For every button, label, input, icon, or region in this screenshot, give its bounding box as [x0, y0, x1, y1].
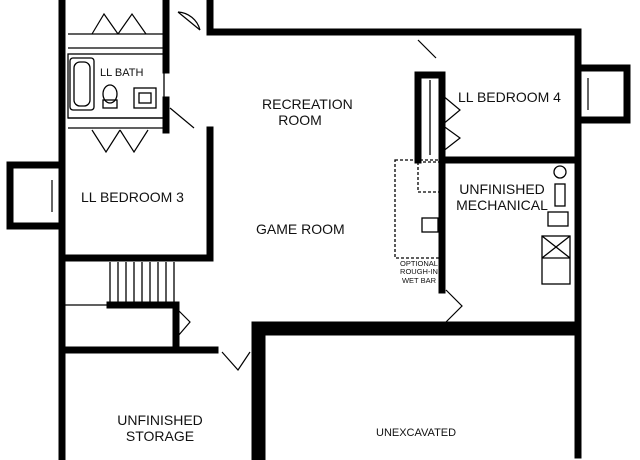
- thin-lines: [62, 33, 431, 306]
- label-ll-bedroom-3: LL BEDROOM 3: [81, 189, 184, 205]
- label-wet-bar-line2: ROUGH-IN: [400, 267, 438, 277]
- label-wet-bar-line1: OPTIONAL: [400, 259, 438, 268]
- label-wet-bar: OPTIONAL ROUGH-IN WET BAR: [398, 259, 440, 285]
- label-unfinished-mechanical: UNFINISHED MECHANICAL: [452, 181, 552, 213]
- label-unfinished-storage-line2: STORAGE: [125, 428, 195, 445]
- label-unfinished-mechanical-line2: MECHANICAL: [456, 197, 548, 214]
- walls: [6, 0, 631, 460]
- label-ll-bedroom-4: LL BEDROOM 4: [458, 89, 561, 105]
- label-unfinished-mechanical-line1: UNFINISHED: [459, 181, 545, 197]
- label-unexcavated: UNEXCAVATED: [376, 427, 457, 439]
- label-unfinished-storage-line1: UNFINISHED: [117, 412, 203, 428]
- label-recreation-room-line1: RECREATION: [262, 96, 353, 112]
- label-ll-bath: LL BATH: [100, 67, 144, 79]
- label-unfinished-storage: UNFINISHED STORAGE: [112, 412, 208, 444]
- label-wet-bar-line3: WET BAR: [401, 275, 437, 285]
- label-recreation-room-line2: ROOM: [278, 112, 322, 129]
- label-recreation-room: RECREATION ROOM: [262, 96, 353, 129]
- doors: [51, 11, 589, 371]
- fixtures: [69, 57, 571, 285]
- label-game-room: GAME ROOM: [256, 221, 345, 237]
